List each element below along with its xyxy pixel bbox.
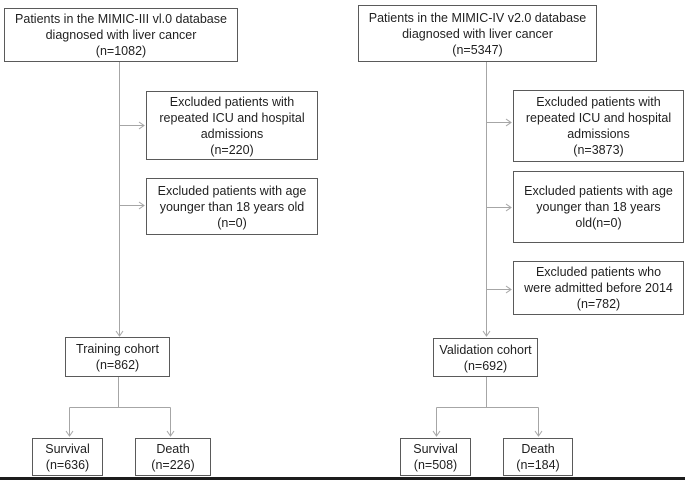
mimic3-patients-box: Patients in the MIMIC-III vl.0 database …	[4, 8, 238, 62]
box-text-line: (n=184)	[516, 458, 560, 472]
validation-cohort-box: Validation cohort (n=692)	[433, 338, 538, 377]
box-text-line: (n=862)	[95, 358, 140, 372]
box-text-line: Death	[521, 442, 555, 456]
training-death-box: Death (n=226)	[135, 438, 211, 476]
box-text-line: Patients in the MIMIC-III vl.0 database	[15, 12, 227, 26]
connector-left-exclusion-2-arrow	[119, 201, 145, 210]
connector-right-split	[432, 377, 543, 437]
connector-right-exclusion-3-arrow	[486, 285, 512, 294]
box-text-line: were admitted before 2014	[524, 281, 673, 295]
validation-death-box: Death (n=184)	[503, 438, 573, 476]
box-text-line: Excluded patients with age	[524, 184, 673, 198]
mimic4-patients-box: Patients in the MIMIC-IV v2.0 database d…	[358, 5, 597, 62]
validation-survival-box: Survival (n=508)	[400, 438, 471, 476]
box-text-line: Excluded patients with	[169, 94, 295, 109]
box-text-line: Excluded patients who	[535, 265, 662, 279]
box-text-line: Training cohort	[76, 342, 159, 356]
mimic4-exclusion-repeated-admissions-box: Excluded patients with repeated ICU and …	[513, 90, 684, 162]
box-text-line: (n=1082)	[95, 44, 147, 58]
box-text-line: repeated ICU and hospital	[525, 111, 672, 125]
box-text-line: (n=692)	[463, 358, 508, 373]
connector-left-exclusion-1-arrow	[119, 121, 145, 130]
mimic3-exclusion-repeated-admissions-box: Excluded patients with repeated ICU and …	[146, 91, 318, 160]
box-text-line: Excluded patients with age	[157, 183, 307, 198]
box-text-line: old(n=0)	[575, 216, 622, 230]
box-text-line: (n=0)	[217, 215, 247, 230]
box-text-line: (n=226)	[151, 458, 195, 472]
mimic3-exclusion-age-box: Excluded patients with age younger than …	[146, 178, 318, 235]
connector-left-main	[115, 62, 124, 337]
box-text-line: (n=636)	[45, 458, 90, 472]
box-text-line: (n=782)	[576, 297, 621, 311]
box-text-line: (n=220)	[210, 142, 254, 157]
connector-right-exclusion-2-arrow	[486, 203, 512, 212]
training-survival-box: Survival (n=636)	[32, 438, 103, 476]
box-text-line: younger than 18 years	[536, 200, 661, 214]
box-text-line: (n=508)	[413, 458, 458, 472]
bottom-edge-line	[0, 477, 685, 480]
connector-left-split	[65, 377, 175, 437]
box-text-line: Excluded patients with	[536, 95, 661, 109]
connector-right-exclusion-1-arrow	[486, 118, 512, 127]
box-text-line: Survival	[45, 442, 90, 456]
box-text-line: admissions	[567, 127, 630, 141]
box-text-line: repeated ICU and hospital	[159, 110, 305, 125]
box-text-line: diagnosed with liver cancer	[402, 26, 553, 41]
box-text-line: Validation cohort	[439, 342, 532, 357]
box-text-line: Survival	[413, 442, 458, 456]
box-text-line: (n=5347)	[452, 42, 503, 57]
training-cohort-box: Training cohort (n=862)	[65, 337, 170, 377]
box-text-line: (n=3873)	[573, 143, 624, 157]
box-text-line: Patients in the MIMIC-IV v2.0 database	[368, 10, 587, 25]
mimic4-exclusion-age-box: Excluded patients with age younger than …	[513, 171, 684, 243]
box-text-line: admissions	[200, 126, 264, 141]
box-text-line: diagnosed with liver cancer	[45, 28, 197, 42]
mimic4-exclusion-before-2014-box: Excluded patients who were admitted befo…	[513, 261, 684, 315]
box-text-line: Death	[156, 442, 190, 456]
connector-right-main	[482, 62, 491, 337]
box-text-line: younger than 18 years old	[159, 199, 305, 214]
